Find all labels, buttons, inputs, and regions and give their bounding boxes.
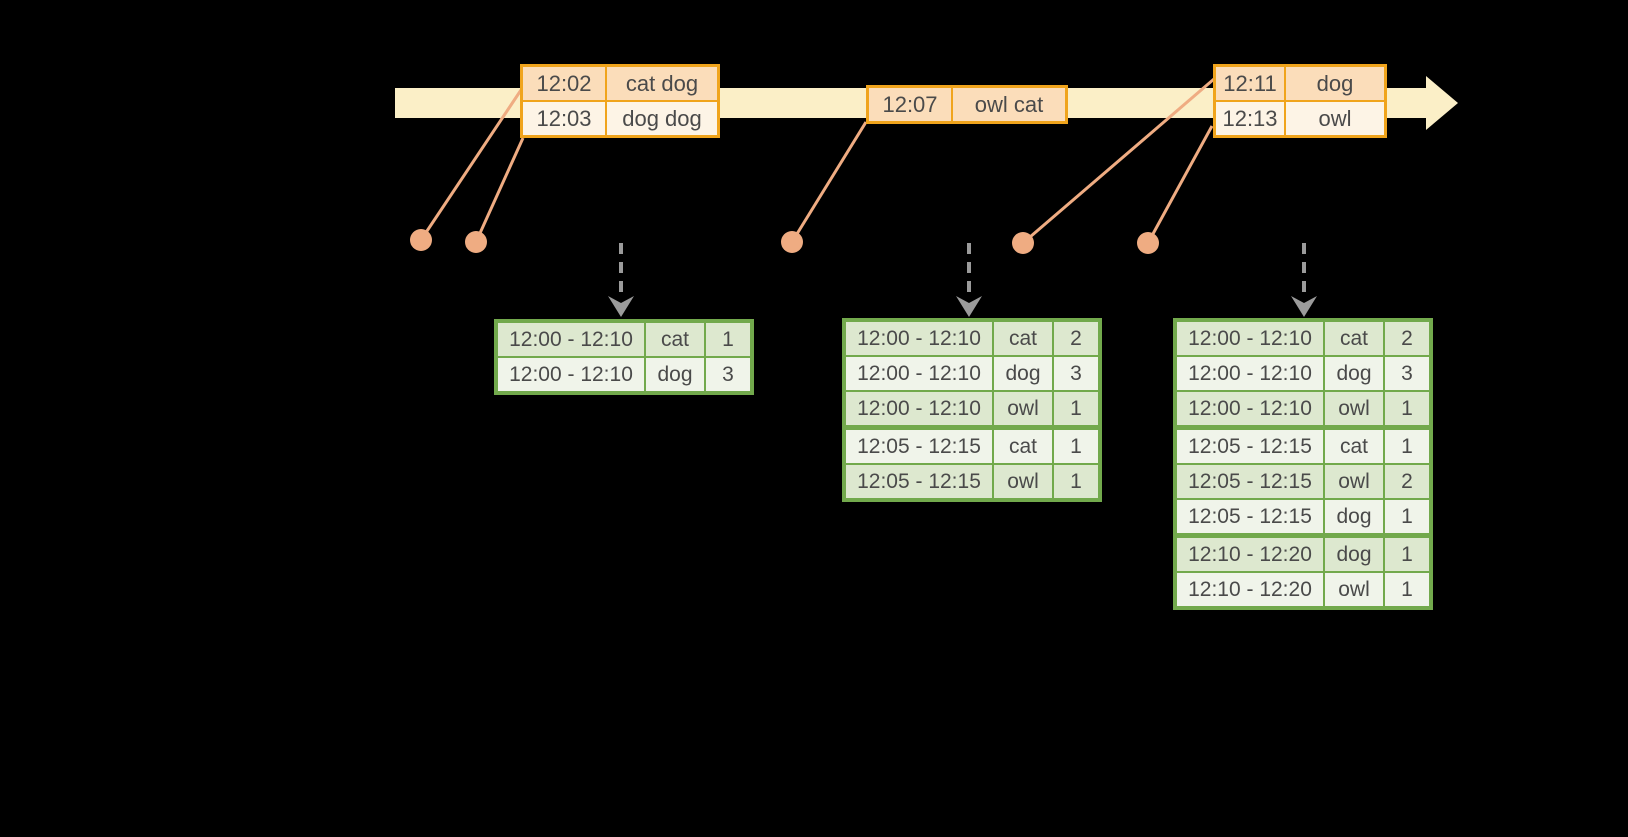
words-cell: owl cat	[951, 85, 1068, 124]
word-cell: owl	[1323, 571, 1385, 609]
word-cell: owl	[992, 463, 1054, 501]
time-cell: 12:02	[520, 64, 607, 102]
word-cell: dog	[992, 355, 1054, 392]
window-cell: 12:00 - 12:10	[495, 320, 646, 358]
word-cell: owl	[1323, 390, 1385, 429]
time-cell: 12:03	[520, 100, 607, 138]
down-arrow-head-icon	[956, 296, 982, 317]
window-cell: 12:00 - 12:10	[1174, 355, 1325, 392]
count-cell: 1	[1383, 571, 1432, 609]
connector-line	[790, 121, 868, 243]
window-cell: 12:10 - 12:20	[1174, 533, 1325, 573]
down-arrow-head-icon	[608, 296, 634, 317]
word-cell: dog	[1323, 533, 1385, 573]
window-cell: 12:10 - 12:20	[1174, 571, 1325, 609]
words-cell: dog dog	[605, 100, 720, 138]
count-cell: 3	[1052, 355, 1101, 392]
count-cell: 2	[1383, 319, 1432, 357]
event-dot	[410, 229, 432, 251]
timeline-arrow-head-icon	[1426, 76, 1458, 130]
window-cell: 12:00 - 12:10	[843, 355, 994, 392]
event-dot	[1012, 232, 1034, 254]
window-cell: 12:00 - 12:10	[495, 356, 646, 394]
words-cell: owl	[1284, 100, 1387, 138]
event-dot	[781, 231, 803, 253]
word-cell: owl	[992, 390, 1054, 429]
count-cell: 1	[1383, 498, 1432, 537]
window-cell: 12:05 - 12:15	[1174, 425, 1325, 465]
word-cell: dog	[644, 356, 706, 394]
time-cell: 12:11	[1213, 64, 1286, 102]
word-cell: cat	[992, 425, 1054, 465]
window-cell: 12:05 - 12:15	[1174, 463, 1325, 500]
word-cell: dog	[1323, 498, 1385, 537]
connector-line	[1022, 77, 1215, 245]
event-connector-lines	[419, 77, 1215, 245]
event-dot	[1137, 232, 1159, 254]
count-cell: 3	[1383, 355, 1432, 392]
time-cell: 12:07	[866, 85, 953, 124]
connector-line	[1146, 125, 1214, 244]
count-cell: 2	[1052, 319, 1101, 357]
time-cell: 12:13	[1213, 100, 1286, 138]
words-cell: cat dog	[605, 64, 720, 102]
window-cell: 12:00 - 12:10	[1174, 390, 1325, 429]
window-cell: 12:05 - 12:15	[1174, 498, 1325, 537]
words-cell: dog	[1284, 64, 1387, 102]
count-cell: 1	[1383, 425, 1432, 465]
count-cell: 1	[1383, 390, 1432, 429]
word-cell: cat	[992, 319, 1054, 357]
down-arrow-head-icon	[1291, 296, 1317, 317]
count-cell: 1	[1052, 390, 1101, 429]
window-cell: 12:00 - 12:10	[843, 390, 994, 429]
word-cell: cat	[1323, 425, 1385, 465]
count-cell: 1	[704, 320, 753, 358]
word-cell: cat	[644, 320, 706, 358]
count-cell: 3	[704, 356, 753, 394]
count-cell: 2	[1383, 463, 1432, 500]
connector-line	[474, 137, 525, 243]
window-cell: 12:00 - 12:10	[843, 319, 994, 357]
window-cell: 12:05 - 12:15	[843, 425, 994, 465]
word-cell: dog	[1323, 355, 1385, 392]
event-dot	[465, 231, 487, 253]
trigger-arrow-heads	[608, 296, 1317, 317]
word-cell: cat	[1323, 319, 1385, 357]
event-dots	[410, 229, 1159, 254]
count-cell: 1	[1052, 425, 1101, 465]
trigger-arrow-shafts	[619, 243, 1306, 298]
window-cell: 12:05 - 12:15	[843, 463, 994, 501]
count-cell: 1	[1383, 533, 1432, 573]
count-cell: 1	[1052, 463, 1101, 501]
connector-line	[419, 89, 523, 241]
word-cell: owl	[1323, 463, 1385, 500]
window-cell: 12:00 - 12:10	[1174, 319, 1325, 357]
